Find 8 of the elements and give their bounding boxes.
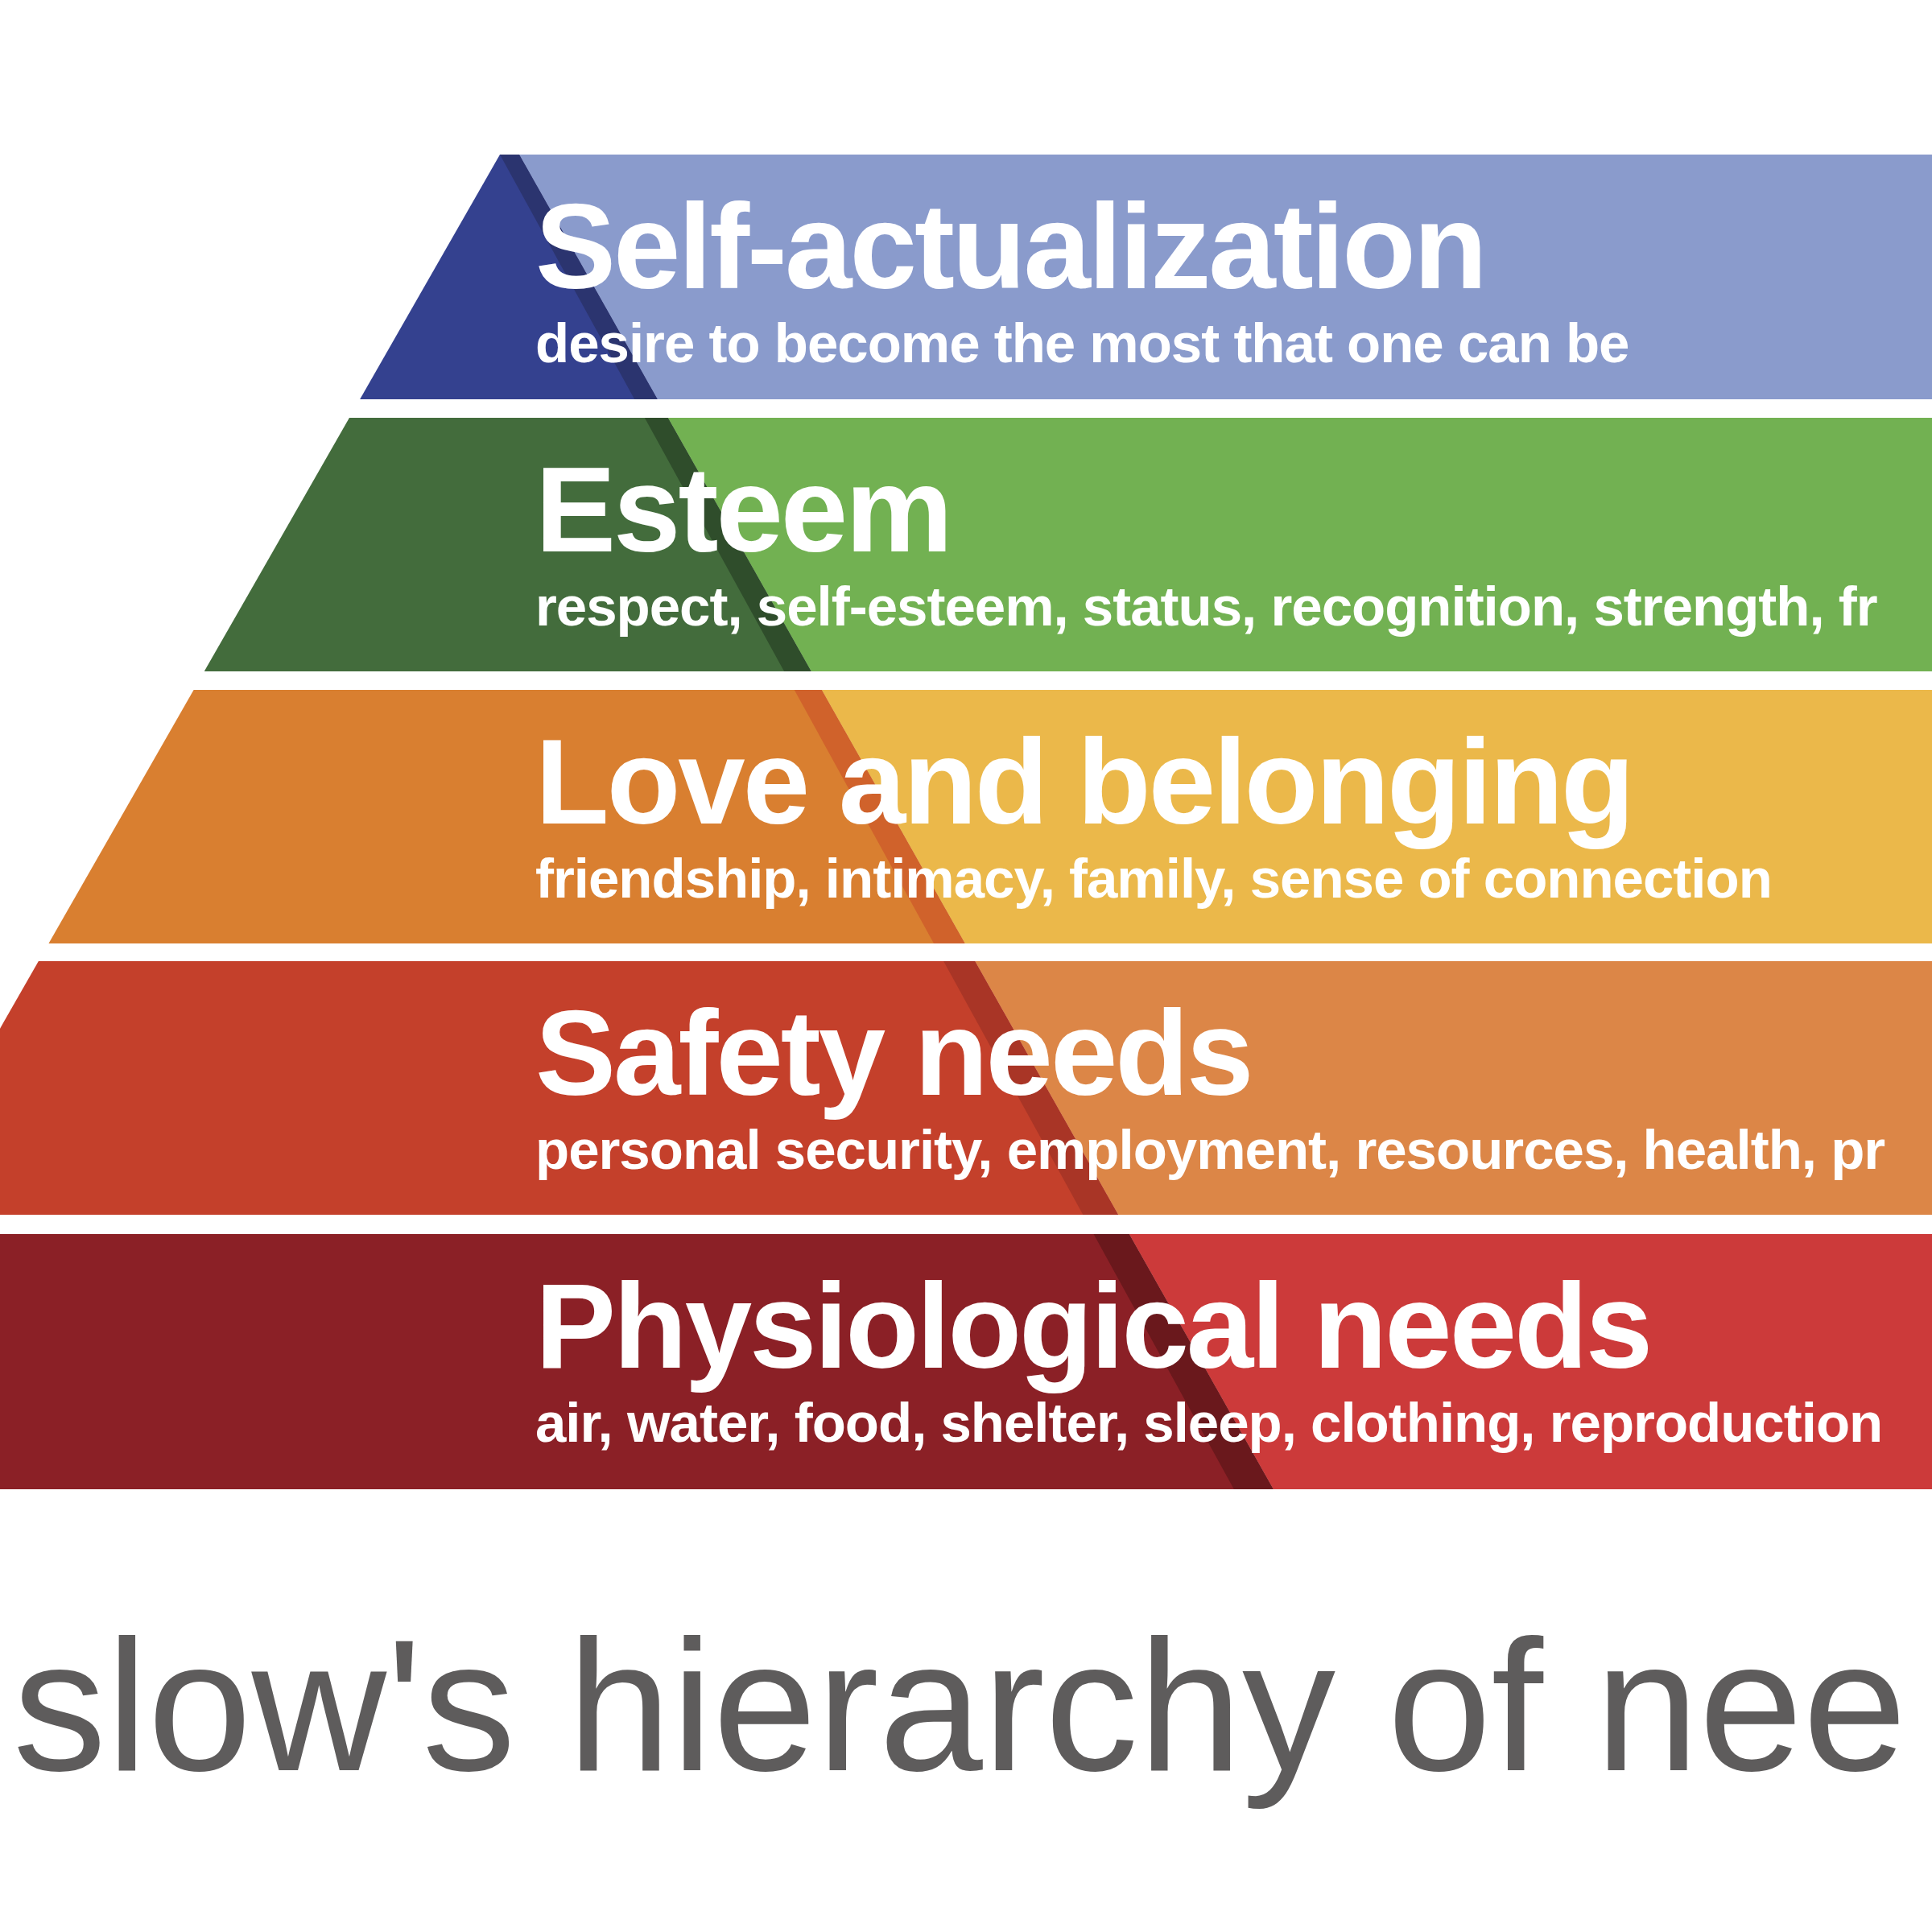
pyramid-tier xyxy=(204,418,1932,671)
tier-heading: Love and belonging xyxy=(535,713,1633,851)
pyramid-tier xyxy=(48,690,1932,943)
diagram-title: slow's hierarchy of nee xyxy=(13,1600,1907,1811)
tier-description: desire to become the most that one can be xyxy=(535,312,1629,376)
pyramid-tier xyxy=(0,961,1932,1215)
pyramid-tier xyxy=(0,1234,1932,1489)
tier-heading: Physiological needs xyxy=(535,1257,1651,1395)
